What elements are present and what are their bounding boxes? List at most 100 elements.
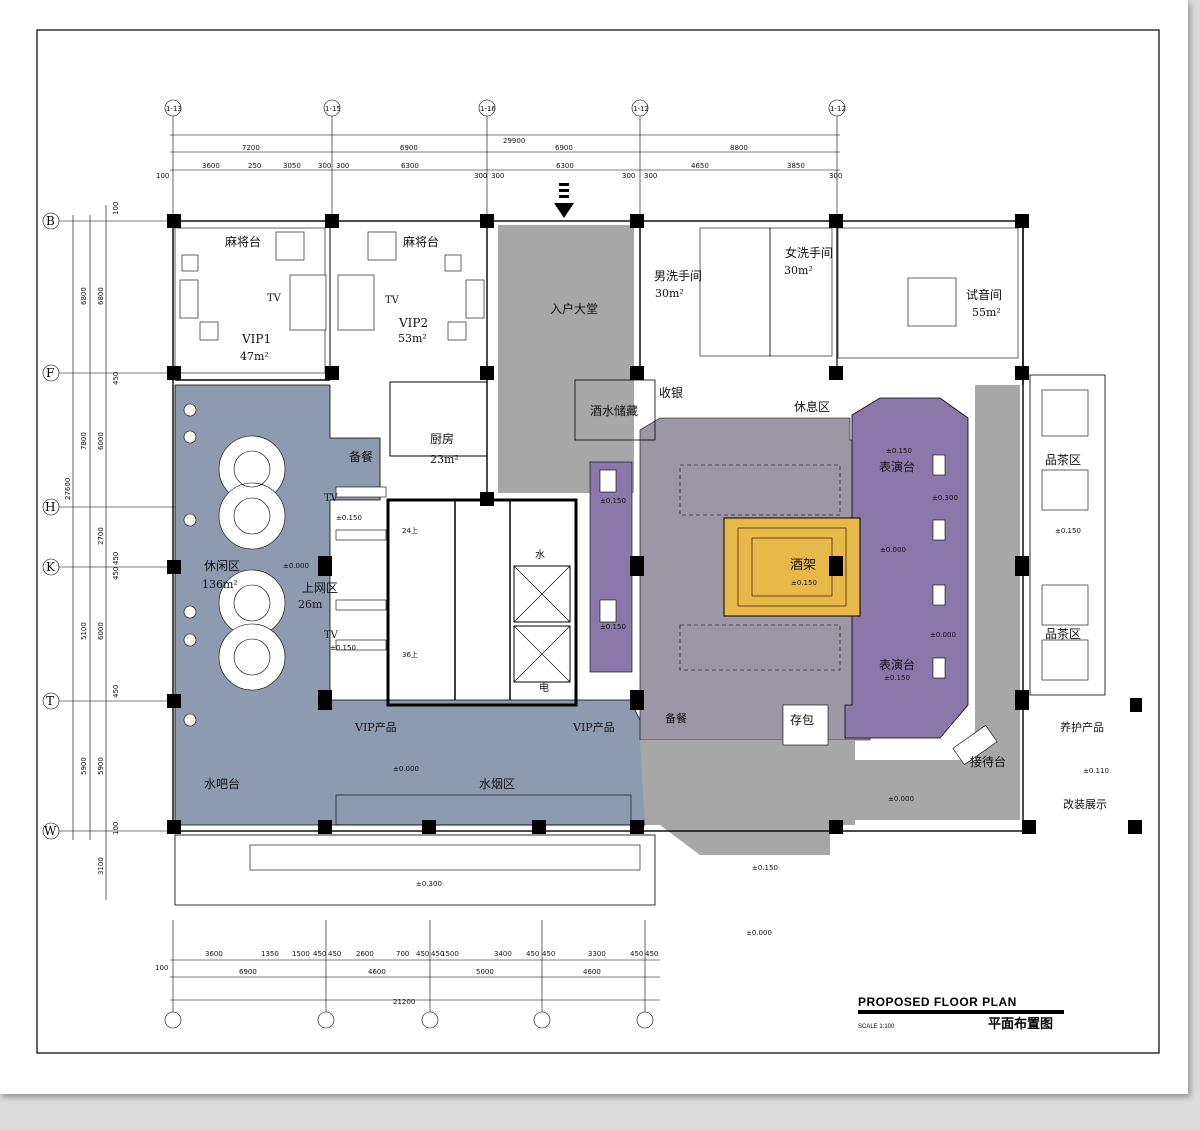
room-area: 26m (298, 598, 323, 611)
level-mark: ±0.150 (752, 864, 778, 872)
room-label: 麻将台 (225, 234, 261, 249)
title-block: PROPOSED FLOOR PLAN SCALE 1:100 平面布置图 (858, 995, 1064, 1032)
room-label: 试音间 (966, 287, 1002, 302)
dim-text: 8800 (730, 144, 748, 152)
dim-text: 450 (112, 567, 120, 580)
furniture (179, 227, 1089, 871)
dim-text: 6000 (97, 432, 105, 450)
room-label: 麻将台 (403, 234, 439, 249)
dim-text: 3600 (205, 950, 223, 958)
dim-text: 6300 (556, 162, 574, 170)
grid-label: W (44, 824, 57, 838)
level-mark: ±0.000 (880, 546, 906, 554)
top-dimensions: 29900 7200 6900 6900 8800 3600 250 3050 … (156, 137, 842, 180)
dim-text: 450 (112, 552, 120, 565)
room-label: 表演台 (879, 459, 915, 474)
dim-text: 1350 (261, 950, 279, 958)
drawing-sheet: 1-13 1-15 1-16 1-12 1-12 29900 7200 6900… (0, 0, 1188, 1094)
tv-label: TV (324, 493, 339, 504)
dim-text: 100 (156, 172, 169, 180)
dim-text: 450 (112, 685, 120, 698)
columns (167, 214, 1142, 834)
room-label: 酒水储藏 (590, 403, 638, 418)
level-mark: ±0.000 (746, 929, 772, 937)
dim-text: 6900 (239, 968, 257, 976)
dim-text: 3850 (787, 162, 805, 170)
room-label: 厨房 (430, 431, 454, 446)
tv-label: TV (385, 295, 400, 306)
bottom-dimensions: 3600 1350 1500 450 450 2600 700 450 450 … (155, 950, 658, 1006)
entrance-arrow-icon (554, 183, 574, 218)
plan-title-en: PROPOSED FLOOR PLAN (858, 995, 1017, 1009)
room-label: VIP2 (398, 316, 428, 330)
dim-text: 29900 (503, 137, 525, 145)
level-mark: ±0.110 (1083, 767, 1109, 775)
stair-label: 36上 (402, 650, 418, 659)
room-label: VIP产品 (354, 720, 397, 734)
dim-text: 100 (155, 964, 168, 972)
dim-text: 2700 (97, 527, 105, 545)
grid-label: 1-16 (480, 105, 496, 113)
level-mark: ±0.150 (330, 644, 356, 652)
dim-text: 450 (526, 950, 539, 958)
dim-text: 4600 (368, 968, 386, 976)
room-label: 男洗手间 (654, 269, 702, 283)
grid-label: K (46, 560, 56, 574)
dim-text: 4600 (583, 968, 601, 976)
room-label: 改装展示 (1063, 797, 1107, 811)
dim-text: 3300 (588, 950, 606, 958)
room-area: 23m² (430, 453, 459, 466)
dim-text: 450 (431, 950, 444, 958)
room-label: 品茶区 (1045, 626, 1081, 641)
level-mark: ±0.000 (283, 562, 309, 570)
dim-text: 6900 (400, 144, 418, 152)
dim-text: 700 (396, 950, 409, 958)
dim-text: 300 (318, 162, 331, 170)
room-label: 电 (539, 681, 549, 694)
left-dimensions: 27600 6800 7800 5100 5900 6800 100 450 6… (64, 202, 120, 875)
room-labels: 麻将台 麻将台 VIP1 47m² VIP2 53m² TV TV TV TV … (202, 234, 1107, 811)
dim-text: 300 (336, 162, 349, 170)
room-label: 养护产品 (1060, 720, 1104, 734)
level-mark: ±0.150 (1055, 527, 1081, 535)
dim-text: 450 (112, 372, 120, 385)
floor-plan-drawing: 1-13 1-15 1-16 1-12 1-12 29900 7200 6900… (36, 29, 1160, 1054)
dim-text: 7200 (242, 144, 260, 152)
level-marks: ±0.150 ±0.000 ±0.150 ±0.150 ±0.150 ±0.00… (283, 447, 1109, 937)
drawing-frame (36, 29, 1160, 1054)
room-label: 备餐 (665, 711, 687, 725)
level-mark: ±0.150 (600, 497, 626, 505)
dim-text: 5000 (476, 968, 494, 976)
dim-text: 450 (328, 950, 341, 958)
dim-text: 300 (644, 172, 657, 180)
top-grid-labels: 1-13 1-15 1-16 1-12 1-12 (166, 105, 846, 113)
dim-text: 6900 (555, 144, 573, 152)
top-grid (164, 99, 846, 215)
dim-text: 3600 (202, 162, 220, 170)
dim-text: 5100 (80, 622, 88, 640)
room-label: 女洗手间 (785, 245, 833, 260)
room-label: 酒架 (790, 558, 816, 573)
room-area: 55m² (972, 306, 1001, 319)
room-label: 水烟区 (479, 777, 515, 791)
dim-text: 21200 (393, 998, 415, 1006)
level-mark: ±0.000 (393, 765, 419, 773)
dim-text: 450 (416, 950, 429, 958)
room-label: 品茶区 (1045, 452, 1081, 467)
room-label: 接待台 (970, 754, 1006, 769)
grid-label: 1-15 (325, 105, 341, 113)
dim-text: 1500 (441, 950, 459, 958)
dim-text: 5900 (97, 757, 105, 775)
dim-text: 100 (112, 202, 120, 215)
dim-text: 6000 (97, 622, 105, 640)
dim-text: 450 (313, 950, 326, 958)
room-label: VIP产品 (572, 720, 615, 734)
right-corridor (840, 385, 1020, 820)
plan-scale: SCALE 1:100 (858, 1024, 895, 1030)
room-area: 30m² (655, 287, 684, 300)
dim-text: 6800 (80, 287, 88, 305)
dim-text: 300 (829, 172, 842, 180)
grid-label: 1-13 (166, 105, 182, 113)
room-label: 备餐 (349, 449, 373, 464)
dim-text: 7800 (80, 432, 88, 450)
